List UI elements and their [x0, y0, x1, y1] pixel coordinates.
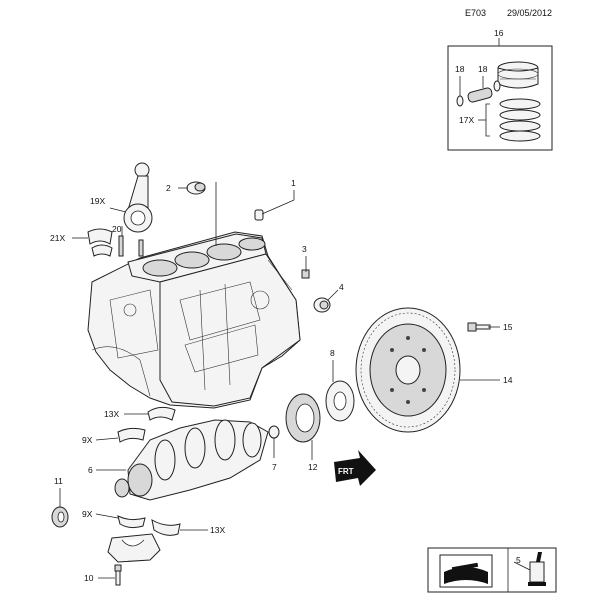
- front-direction-marker: FRT: [334, 450, 376, 486]
- callout-19x: 19X: [90, 196, 105, 206]
- callout-8: 8: [330, 348, 335, 358]
- callout-16: 16: [494, 28, 504, 38]
- dowel-pin[interactable]: [254, 209, 264, 221]
- main-bearing-upper[interactable]: [147, 406, 176, 421]
- callout-20: 20: [112, 224, 122, 234]
- diagram-date: 29/05/2012: [507, 8, 553, 18]
- engine-block[interactable]: [87, 231, 301, 409]
- callout-9x-upper: 9X: [82, 435, 93, 445]
- main-bearing-lower[interactable]: [117, 515, 146, 529]
- main-bearing-cap[interactable]: [107, 533, 161, 563]
- piston-part[interactable]: [497, 61, 539, 89]
- manual-wrench-icon: [439, 554, 493, 588]
- connecting-rod[interactable]: [123, 162, 153, 233]
- flywheel-bolt[interactable]: [467, 322, 491, 332]
- rear-plug[interactable]: [313, 297, 331, 313]
- piston-detail-box: [447, 38, 553, 151]
- oil-can-icon: [528, 552, 546, 586]
- callout-21x: 21X: [50, 233, 65, 243]
- front-marker-label: FRT: [338, 467, 354, 476]
- pilot-bearing[interactable]: [268, 425, 280, 439]
- main-cap-bolt[interactable]: [114, 564, 122, 586]
- callout-3: 3: [302, 244, 307, 254]
- diagram-code: E703: [465, 8, 487, 18]
- flywheel[interactable]: [355, 307, 461, 433]
- callout-18-left: 18: [455, 64, 465, 74]
- small-bolt[interactable]: [301, 269, 310, 279]
- callout-1: 1: [291, 178, 296, 188]
- callout-10: 10: [84, 573, 94, 583]
- thrust-bearing-upper[interactable]: [117, 427, 146, 443]
- thrust-bearing-lower[interactable]: [151, 519, 181, 536]
- callout-17x: 17X: [459, 115, 474, 125]
- callout-12: 12: [308, 462, 318, 472]
- callout-13x-upper: 13X: [104, 409, 119, 419]
- crankshaft[interactable]: [114, 419, 269, 501]
- info-box: [427, 547, 557, 593]
- callout-18-right: 18: [478, 64, 488, 74]
- spacer-plate[interactable]: [325, 380, 355, 422]
- leader-lines: [59, 182, 531, 579]
- piston-pin-clip-left[interactable]: [456, 95, 464, 107]
- callout-7: 7: [272, 462, 277, 472]
- front-crank-seal[interactable]: [51, 506, 69, 528]
- callout-15: 15: [503, 322, 513, 332]
- callout-4: 4: [339, 282, 344, 292]
- callout-2: 2: [166, 183, 171, 193]
- callout-5: 5: [516, 555, 521, 565]
- callout-11: 11: [54, 476, 63, 486]
- callout-6: 6: [88, 465, 93, 475]
- callout-14: 14: [503, 375, 513, 385]
- rear-main-seal[interactable]: [285, 393, 321, 443]
- callout-9x-lower: 9X: [82, 509, 93, 519]
- callout-labels: 1 2 3 4 5 6 7 8 9X 9X 10 11 12 13X 13X 1…: [50, 28, 521, 583]
- rod-bearing-shells[interactable]: [87, 228, 113, 257]
- piston-ring-set[interactable]: [499, 98, 541, 142]
- callout-13x-lower: 13X: [210, 525, 225, 535]
- rod-bolts[interactable]: [118, 235, 144, 257]
- expansion-plug[interactable]: [186, 181, 206, 195]
- piston-pin-part[interactable]: [467, 87, 493, 103]
- piston-pin-clip-right[interactable]: [493, 80, 501, 92]
